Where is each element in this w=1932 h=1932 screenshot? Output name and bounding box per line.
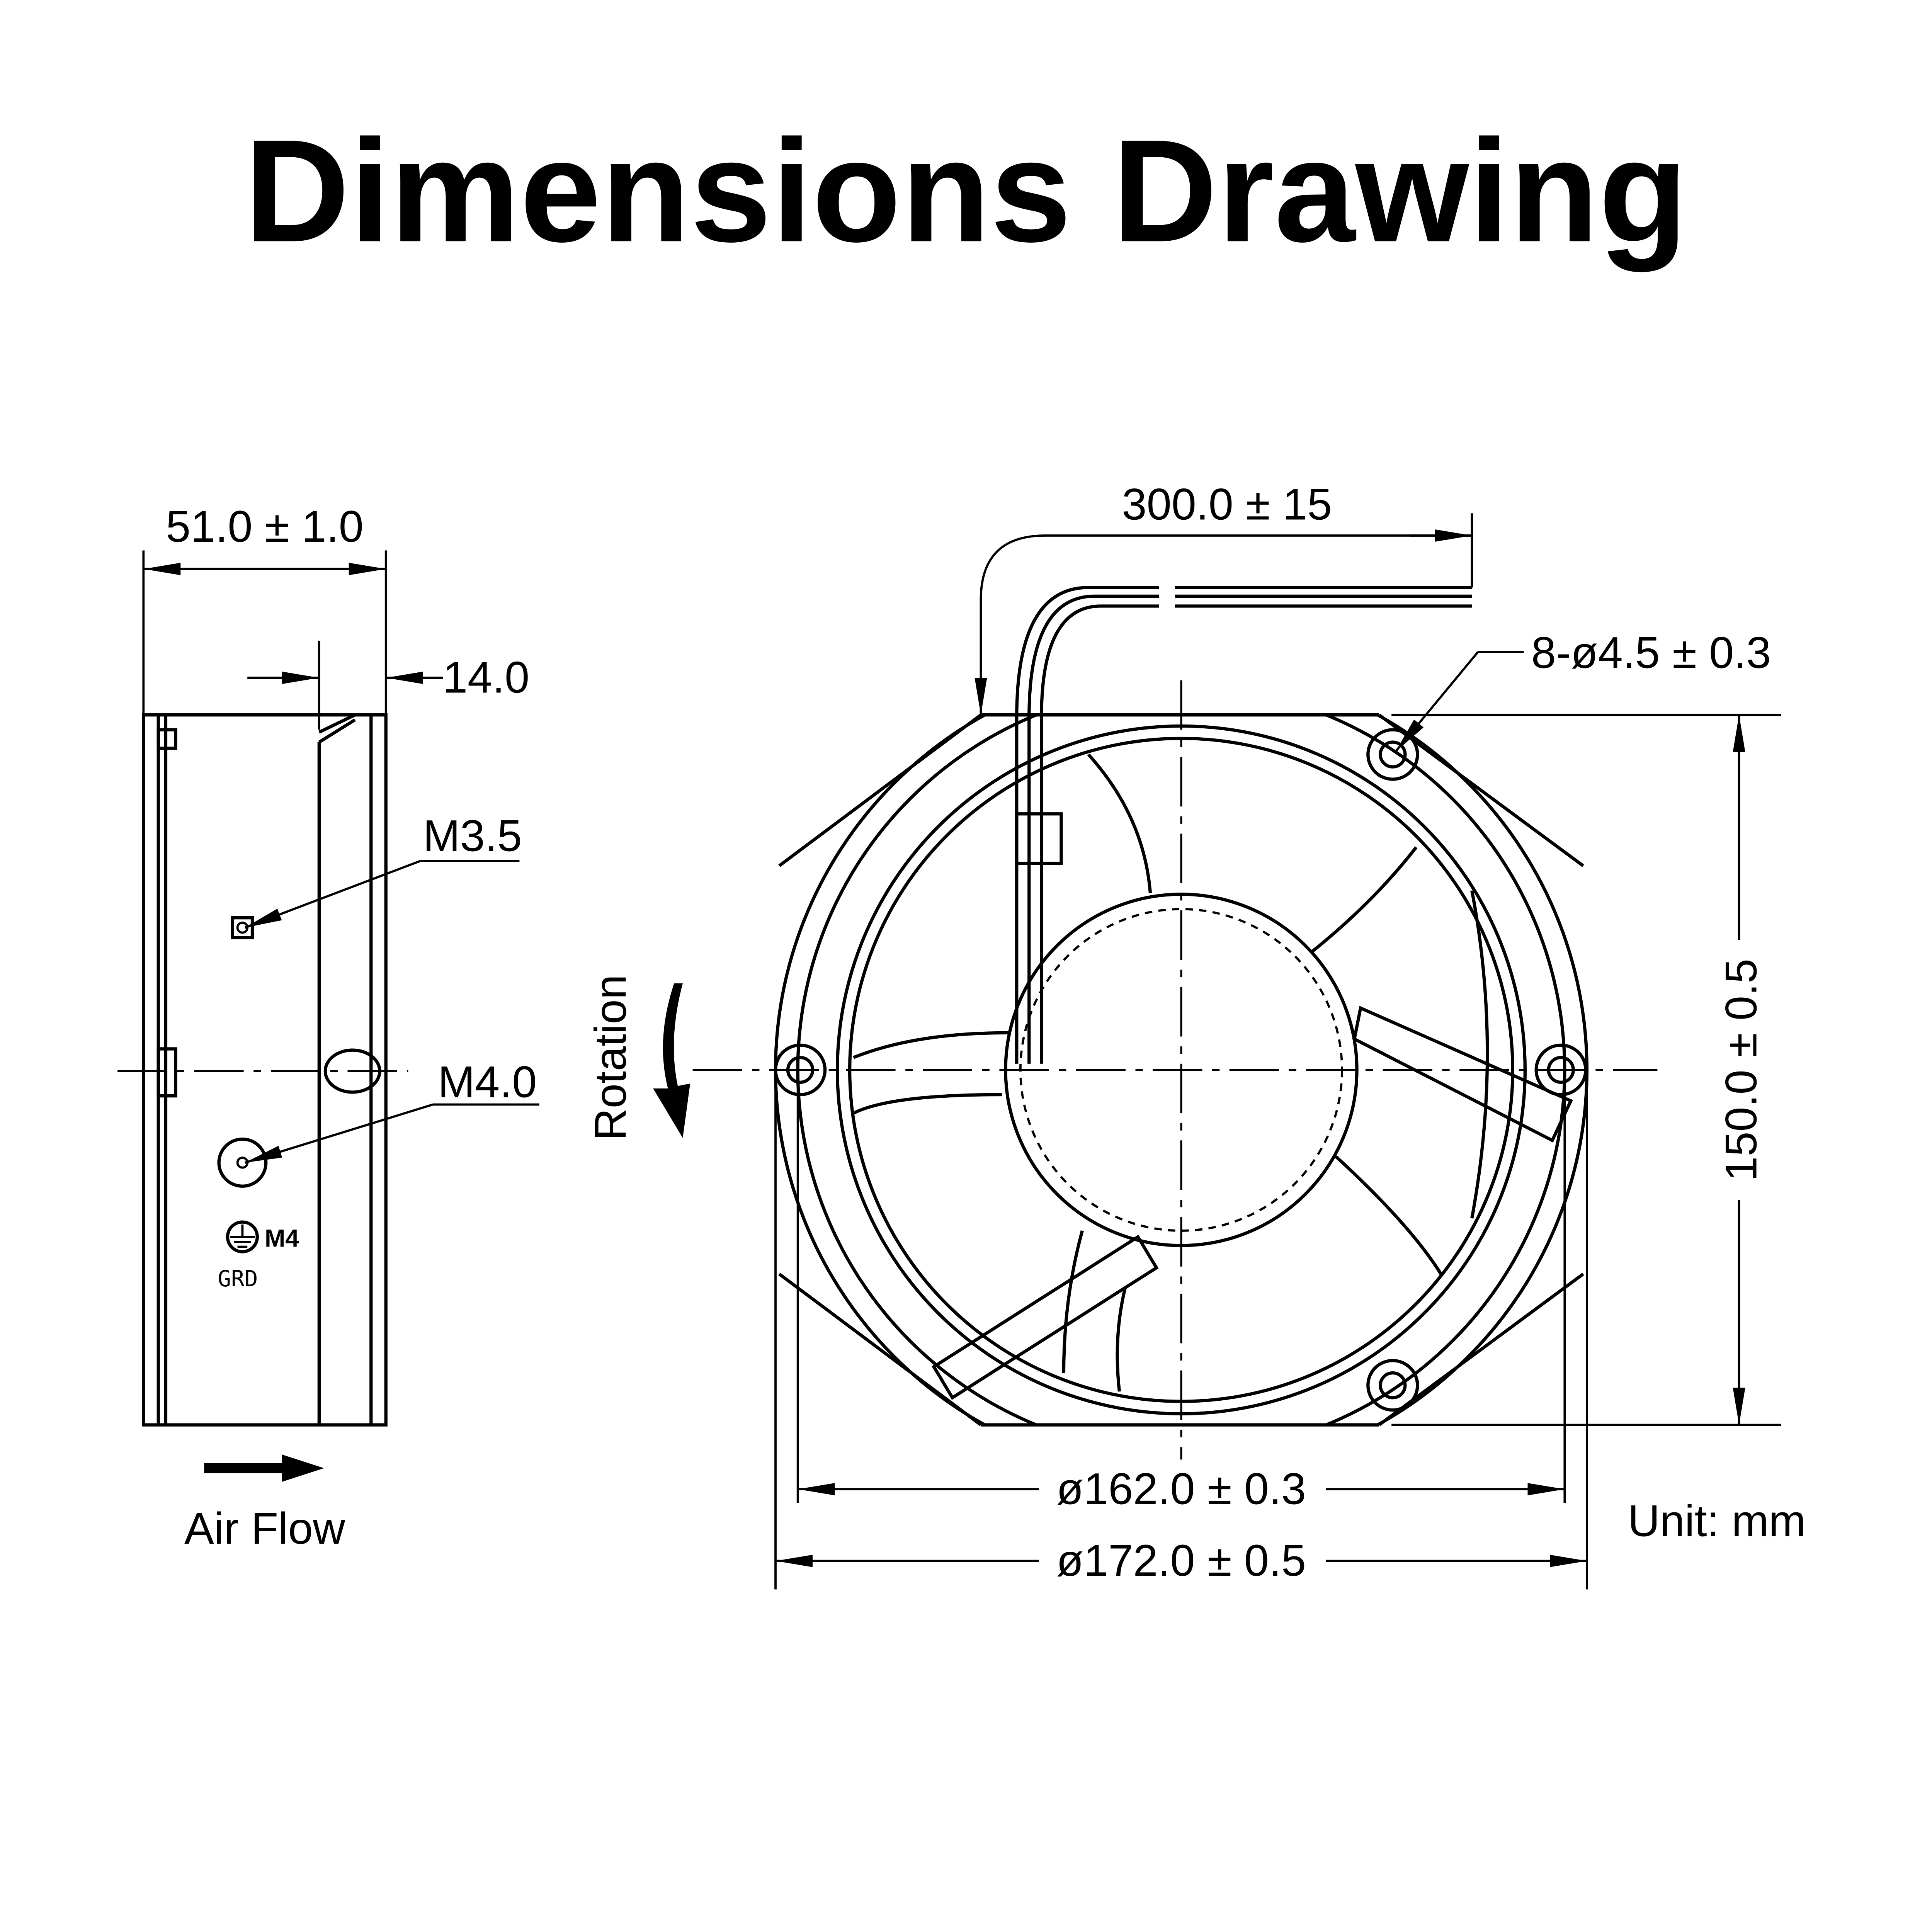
unit-label: Unit: mm (1628, 1497, 1806, 1546)
front-view: 300.0 ± 15 8-ø4.5 ± 0.3 150.0 ± 0.5 ø162… (586, 480, 1806, 1590)
screw-m35-label: M3.5 (423, 811, 522, 861)
depth-dimension: 51.0 ± 1.0 (166, 502, 364, 551)
rotation-arrow-icon (653, 983, 690, 1138)
side-view: 51.0 ± 1.0 14.0 M3.5 M4.0 M4 GRD (117, 502, 539, 1553)
screw-m40-label: M4.0 (438, 1057, 537, 1107)
airflow-label: Air Flow (184, 1504, 345, 1553)
flange-dimension: 14.0 (443, 653, 529, 702)
ground-icon (226, 1220, 259, 1253)
page-title: Dimensions Drawing (244, 109, 1688, 273)
ground-mark: M4 (265, 1225, 299, 1252)
inner-diameter-dimension: ø162.0 ± 0.3 (1056, 1464, 1306, 1514)
airflow-arrow-icon (282, 1454, 324, 1482)
lead-length-dimension: 300.0 ± 15 (1122, 480, 1332, 529)
holes-dimension: 8-ø4.5 ± 0.3 (1531, 628, 1771, 678)
lead-wires (1015, 586, 1472, 1064)
outer-diameter-dimension: ø172.0 ± 0.5 (1056, 1536, 1306, 1585)
fan-blades (852, 753, 1573, 1400)
rotation-label: Rotation (586, 975, 636, 1140)
ground-label: GRD (218, 1266, 258, 1292)
hole-spacing-dimension: 150.0 ± 0.5 (1716, 959, 1766, 1181)
